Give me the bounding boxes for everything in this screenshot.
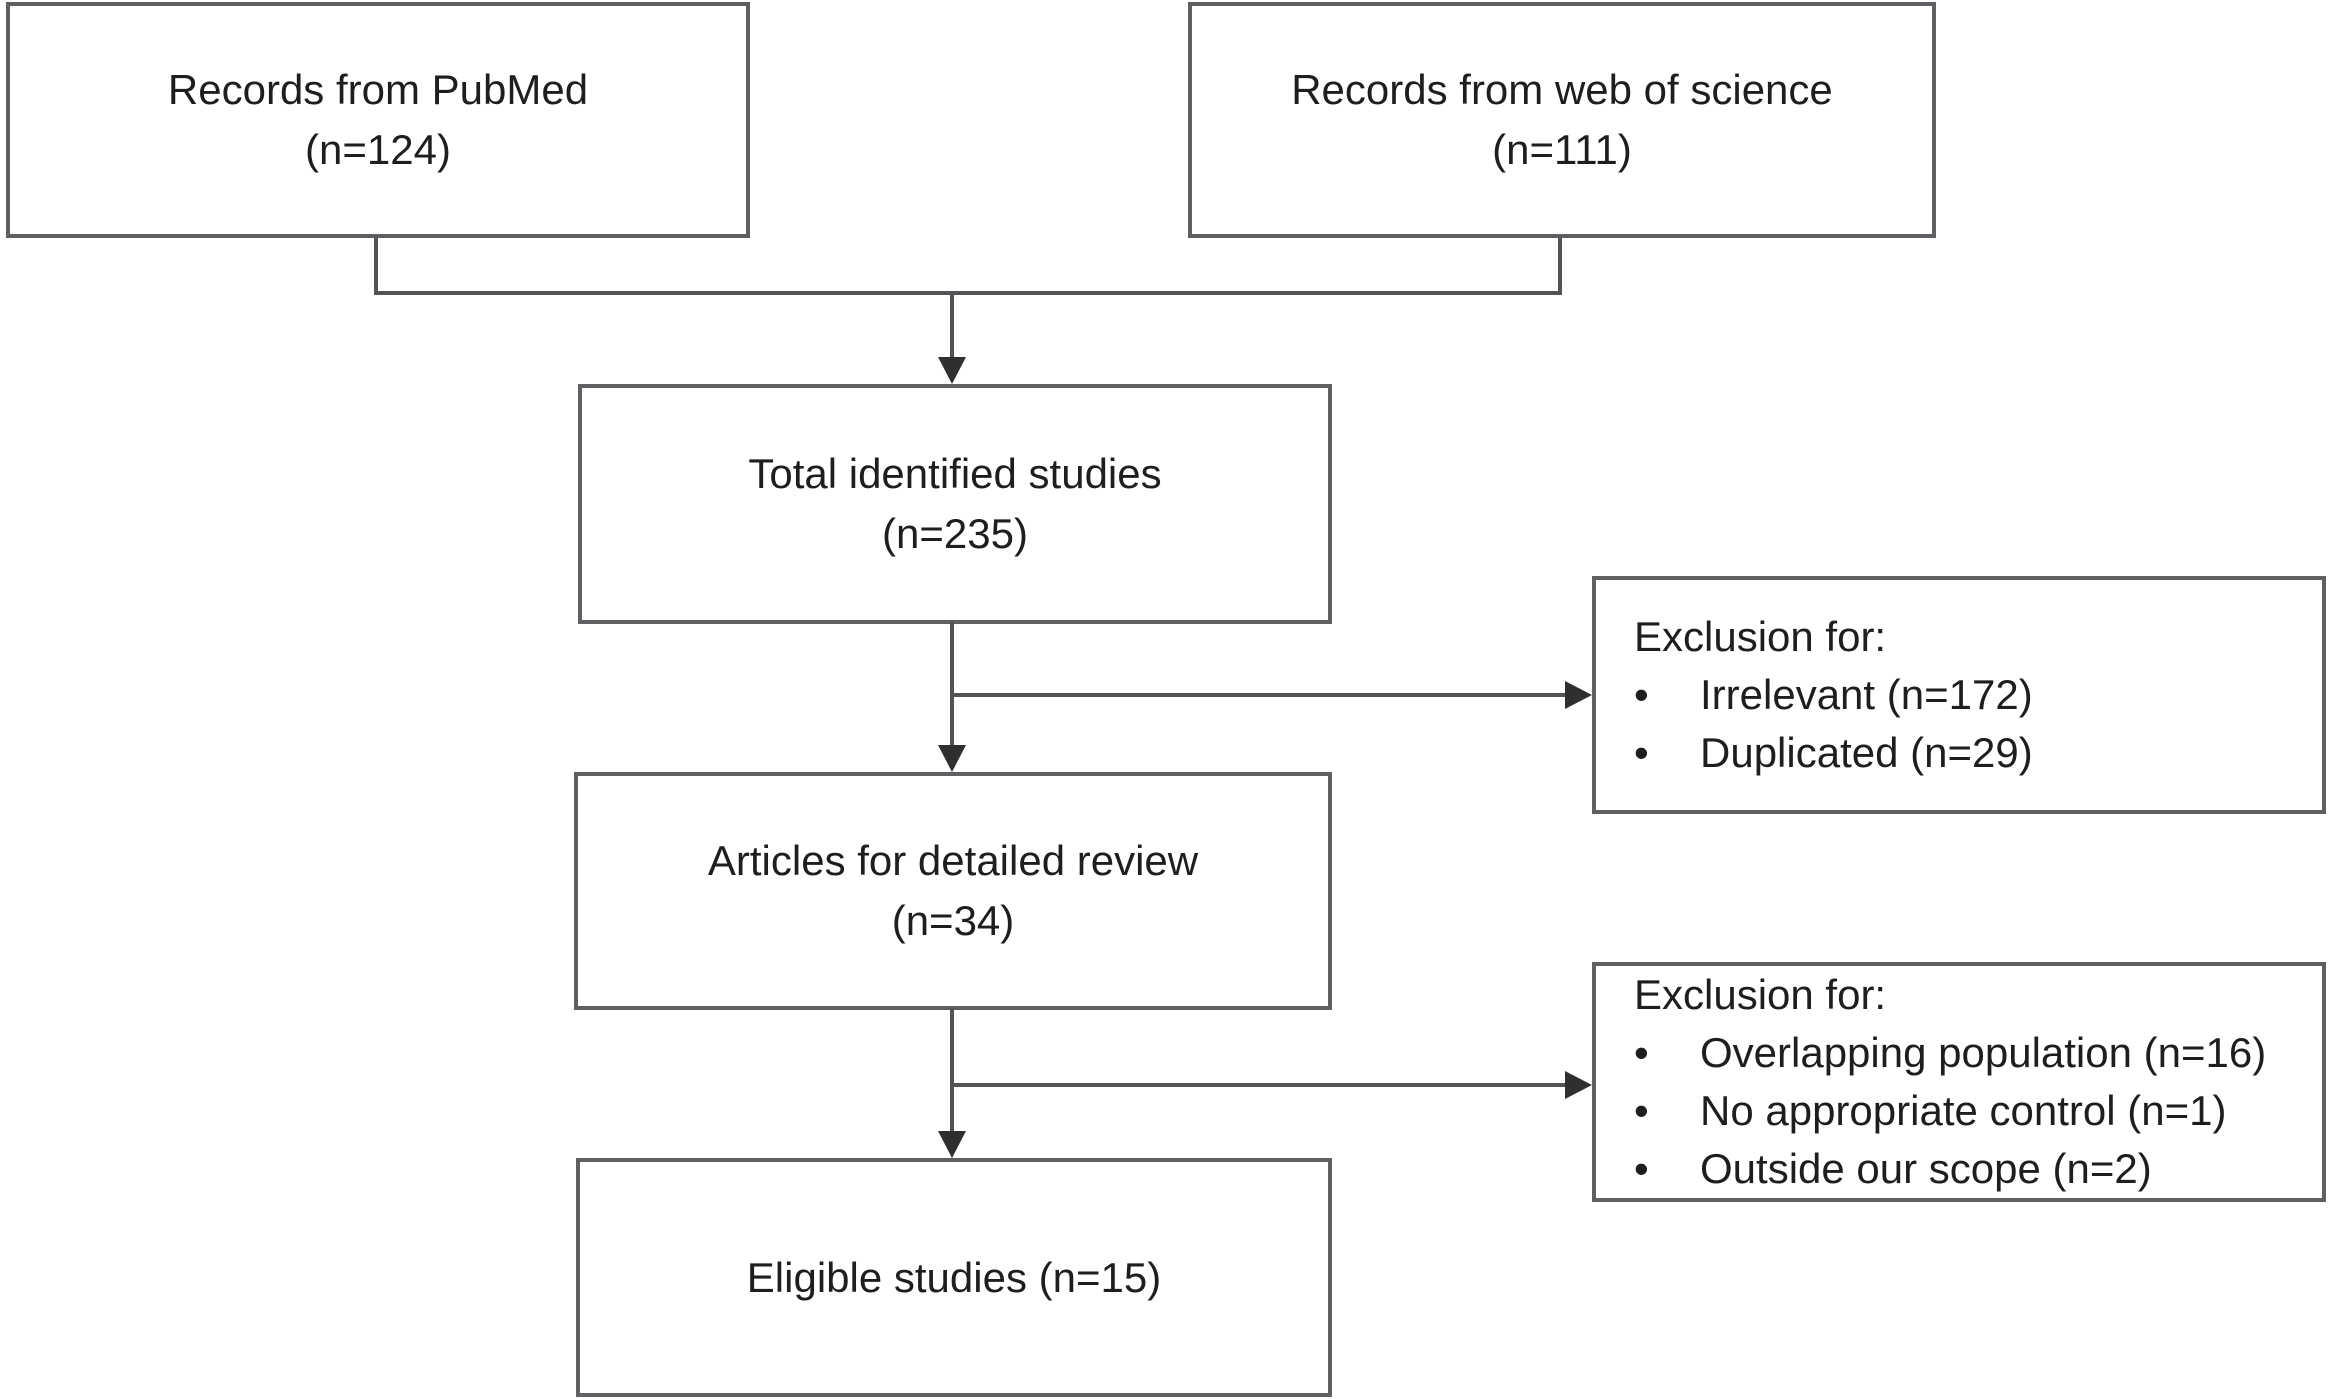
node-detailed-review: Articles for detailed review (n=34) (574, 772, 1332, 1010)
bullet-icon: • (1634, 729, 1649, 776)
node-records-wos-count: (n=111) (1492, 126, 1632, 173)
right-arrowhead-icon (1565, 681, 1592, 709)
bullet-icon: • (1634, 1145, 1649, 1192)
down-arrowhead-icon (938, 745, 966, 772)
connector-branch-exclusion2 (950, 1083, 1568, 1087)
connector-pubmed-down (374, 237, 378, 295)
node-total-line1: Total identified studies (748, 450, 1162, 497)
node-articles-line1: Articles for detailed review (707, 837, 1199, 884)
bullet-icon: • (1634, 671, 1649, 718)
exclusion1-title: Exclusion for: (1634, 613, 1887, 660)
exclusion1-item-text: Duplicated (n=29) (1700, 729, 2033, 776)
node-articles-count: (n=34) (891, 897, 1015, 944)
node-total-count: (n=235) (882, 510, 1028, 557)
connector-wos-down (1558, 237, 1562, 295)
connector-total-to-articles (950, 622, 954, 748)
bullet-icon: • (1634, 1087, 1649, 1134)
bullet-icon: • (1634, 1029, 1649, 1076)
down-arrowhead-icon (938, 357, 966, 384)
node-records-pubmed: Records from PubMed (n=124) (6, 2, 750, 238)
exclusion1-item: • Duplicated (n=29) (1634, 724, 2033, 782)
connector-merge-horizontal (374, 291, 1562, 295)
down-arrowhead-icon (938, 1131, 966, 1158)
exclusion1-item-text: Irrelevant (n=172) (1700, 671, 2033, 718)
exclusion2-item-text: Outside our scope (n=2) (1700, 1145, 2152, 1192)
exclusion2-item: • Overlapping population (n=16) (1634, 1024, 2266, 1082)
connector-into-total (950, 291, 954, 361)
node-records-wos-line1: Records from web of science (1291, 66, 1833, 113)
exclusion2-item-text: Overlapping population (n=16) (1700, 1029, 2267, 1076)
node-exclusion-2: Exclusion for: • Overlapping population … (1592, 962, 2326, 1202)
node-exclusion-1: Exclusion for: • Irrelevant (n=172) • Du… (1592, 576, 2326, 814)
exclusion2-item-text: No appropriate control (n=1) (1700, 1087, 2227, 1134)
node-eligible-line1: Eligible studies (n=15) (746, 1253, 1162, 1301)
node-records-pubmed-count: (n=124) (305, 126, 451, 173)
node-records-pubmed-line1: Records from PubMed (167, 66, 589, 113)
node-total-identified: Total identified studies (n=235) (578, 384, 1332, 624)
exclusion2-item: • No appropriate control (n=1) (1634, 1082, 2226, 1140)
connector-articles-to-eligible (950, 1008, 954, 1135)
node-records-web-of-science: Records from web of science (n=111) (1188, 2, 1936, 238)
node-eligible-studies: Eligible studies (n=15) (576, 1158, 1332, 1397)
connector-branch-exclusion1 (950, 693, 1568, 697)
right-arrowhead-icon (1565, 1071, 1592, 1099)
exclusion2-item: • Outside our scope (n=2) (1634, 1140, 2152, 1198)
exclusion1-item: • Irrelevant (n=172) (1634, 666, 2033, 724)
exclusion2-title: Exclusion for: (1634, 971, 1887, 1018)
